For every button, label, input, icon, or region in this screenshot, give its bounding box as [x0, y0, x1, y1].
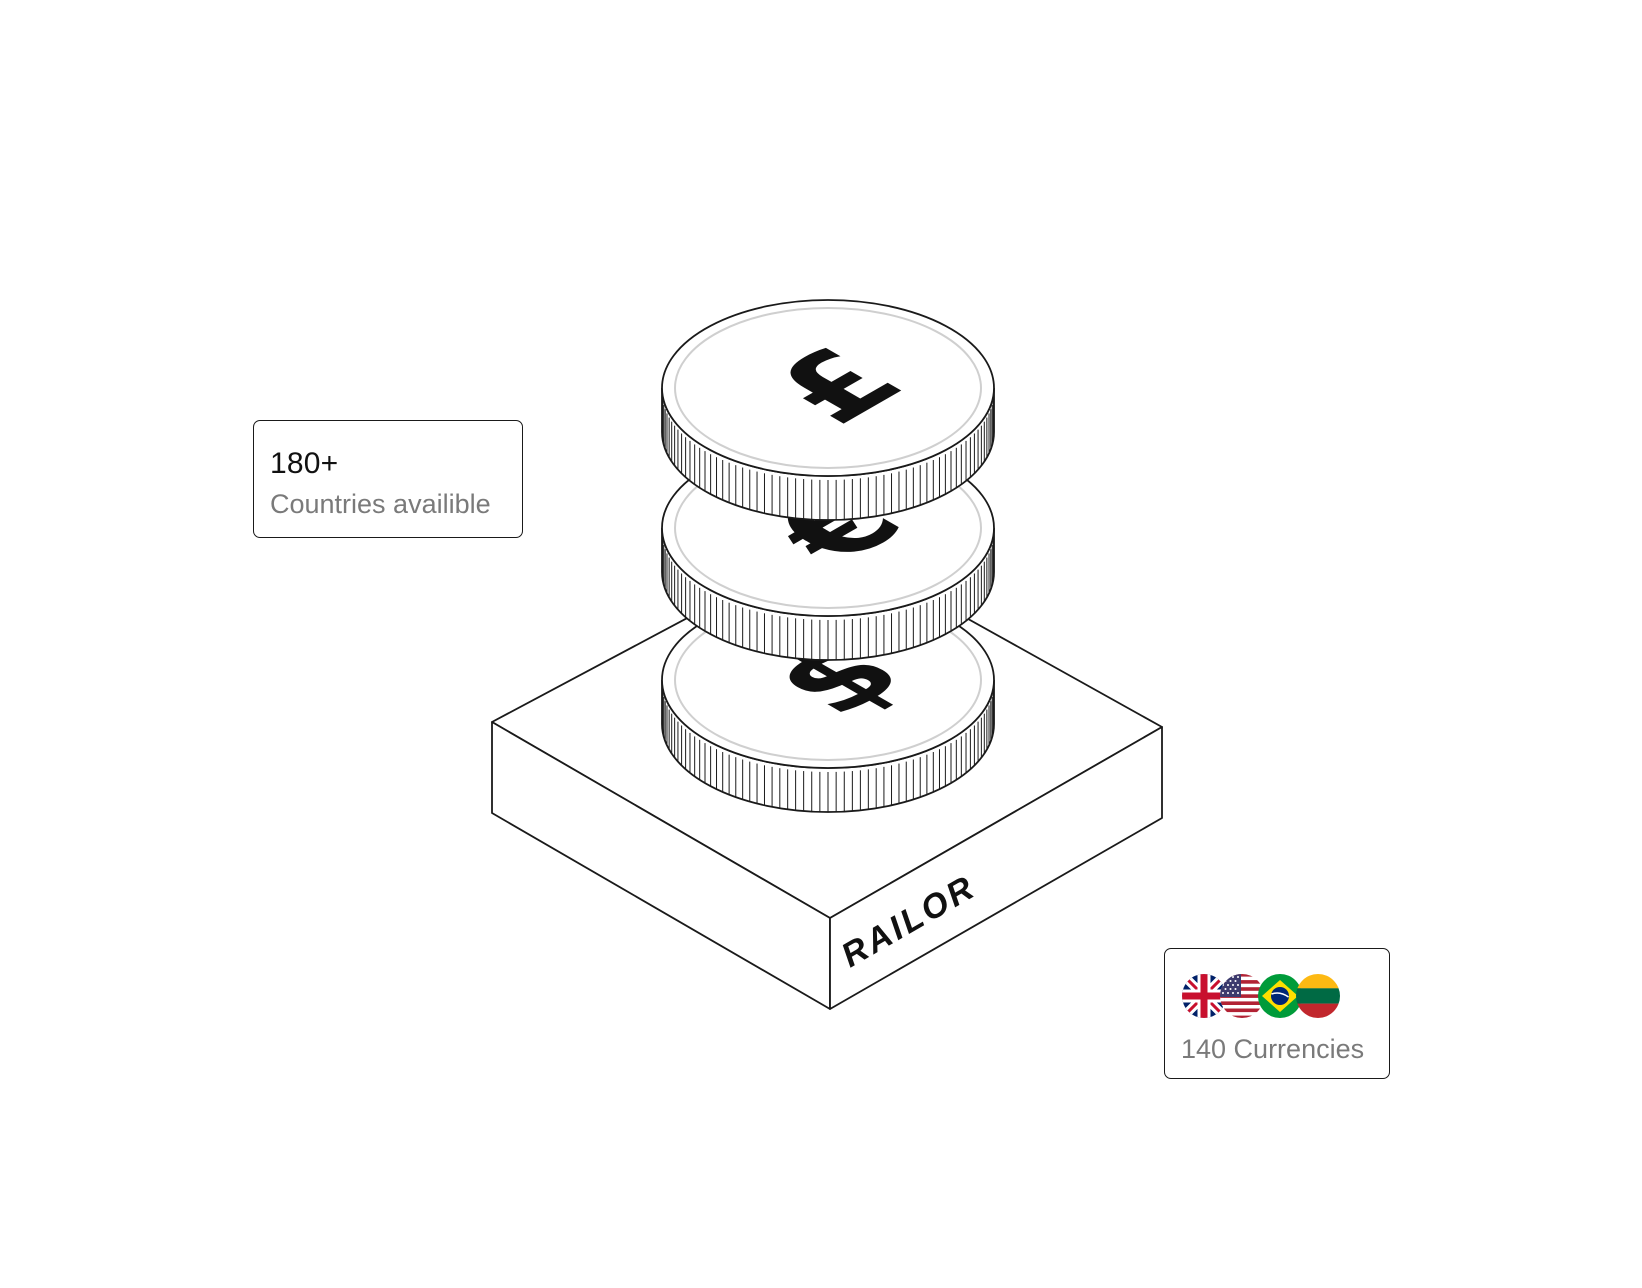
coin-reeding — [661, 536, 995, 660]
countries-count: 180+ — [270, 447, 339, 480]
coin-inner-ring — [674, 307, 982, 469]
countries-label: Countries availible — [270, 489, 491, 519]
pound-coin: £ — [661, 299, 995, 521]
coin-reeding — [661, 688, 995, 812]
currencies-label: 140 Currencies — [1181, 1034, 1365, 1064]
brazil-flag-icon — [1258, 974, 1302, 1018]
lithuania-flag-icon — [1296, 974, 1340, 1018]
countries-card: 180+ Countries availible — [253, 420, 523, 538]
currencies-card: 140 Currencies — [1164, 948, 1390, 1079]
coin-face — [661, 299, 995, 477]
us-flag-icon — [1220, 974, 1264, 1018]
coin-reeding — [661, 396, 995, 520]
uk-flag-icon — [1182, 974, 1226, 1018]
currency-flags — [1181, 973, 1389, 1019]
